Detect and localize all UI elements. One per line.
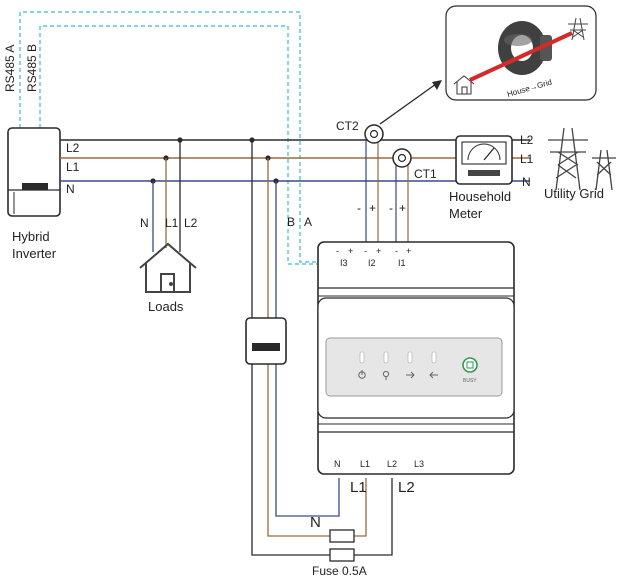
terminal-l3: L3 [414, 459, 424, 469]
house-icon [139, 242, 197, 293]
household-meter-label-2: Meter [449, 206, 483, 221]
hybrid-inverter [7, 127, 61, 217]
inverter-label-1: Hybrid [12, 229, 50, 244]
bus-l2-label: L2 [66, 141, 80, 155]
junction-dots [150, 137, 279, 184]
circuit-breaker [245, 317, 287, 365]
rs485-b-label: RS485 B [25, 44, 39, 92]
comm-icon [382, 370, 390, 380]
terminal-l1: L1 [360, 459, 370, 469]
power-icon [358, 370, 366, 379]
load-l2-label: L2 [184, 216, 198, 230]
status-panel [325, 337, 503, 397]
status-button-label: BUSY [463, 378, 477, 384]
callout-arrow [379, 83, 437, 125]
terminal-l2: L2 [387, 459, 397, 469]
rs485-wires [19, 11, 318, 265]
load-n-label: N [140, 216, 149, 230]
meter-rs485-b-label: B [287, 215, 295, 229]
i3-plus: + [348, 246, 353, 256]
ct-cable [469, 31, 573, 82]
small-tower-icon [568, 17, 588, 41]
wire-n-label: N [310, 514, 321, 531]
i2-minus: - [364, 246, 367, 256]
ct1-label: CT1 [414, 167, 437, 181]
i3-minus: - [336, 246, 339, 256]
callout-arrowhead [432, 80, 442, 90]
ct1-plus-label: + [399, 201, 406, 215]
household-meter-label-1: Household [449, 189, 511, 204]
ct1-clamp [392, 148, 412, 168]
grid-n-label: N [522, 175, 531, 189]
terminal-n: N [334, 459, 341, 469]
ct-orientation-callout: House→Grid [445, 5, 597, 101]
status-leds [359, 351, 437, 364]
smart-meter-device: BUSY [317, 241, 515, 475]
rs485-b-wire [39, 25, 318, 265]
terminal-i1: I1 [398, 258, 406, 268]
i1-minus: - [395, 246, 398, 256]
i1-plus: + [406, 246, 411, 256]
breaker-l1-wire [267, 158, 330, 537]
ct2-plus-label: + [369, 201, 376, 215]
import-icon [406, 371, 415, 379]
terminal-i2: I2 [368, 258, 376, 268]
fuse-symbol [329, 529, 355, 562]
wire-l1-label: L1 [350, 479, 367, 496]
loads-label: Loads [148, 299, 184, 314]
bus-n-label: N [66, 182, 75, 196]
fuse-to-meter-l1 [354, 478, 367, 537]
terminal-i3: I3 [340, 258, 348, 268]
grid-l1-label: L1 [520, 152, 534, 166]
meter-rs485-a-label: A [304, 215, 312, 229]
status-button[interactable] [462, 357, 478, 373]
grid-l2-label: L2 [520, 133, 534, 147]
status-icons [358, 370, 438, 380]
rs485-a-wire [19, 11, 318, 263]
load-l1-label: L1 [165, 216, 179, 230]
utility-tower-icon [548, 127, 616, 191]
ct2-minus-label: - [357, 201, 361, 215]
ct1-minus-label: - [389, 201, 393, 215]
rs485-a-label: RS485 A [3, 45, 17, 92]
utility-grid-label: Utility Grid [544, 186, 604, 201]
fuse-to-meter-l2 [354, 478, 393, 556]
terminal-polarity-row: - + - + - + [336, 246, 411, 256]
ct2-label: CT2 [336, 119, 359, 133]
inverter-label-2: Inverter [12, 246, 57, 261]
i2-plus: + [376, 246, 381, 256]
export-icon [429, 371, 438, 379]
fuse-label: Fuse 0.5A [312, 564, 367, 578]
bus-l1-label: L1 [66, 160, 80, 174]
household-meter [455, 135, 513, 185]
wire-l2-label: L2 [398, 479, 415, 496]
breaker-l2-wire [251, 140, 330, 556]
ct2-clamp [364, 124, 384, 144]
